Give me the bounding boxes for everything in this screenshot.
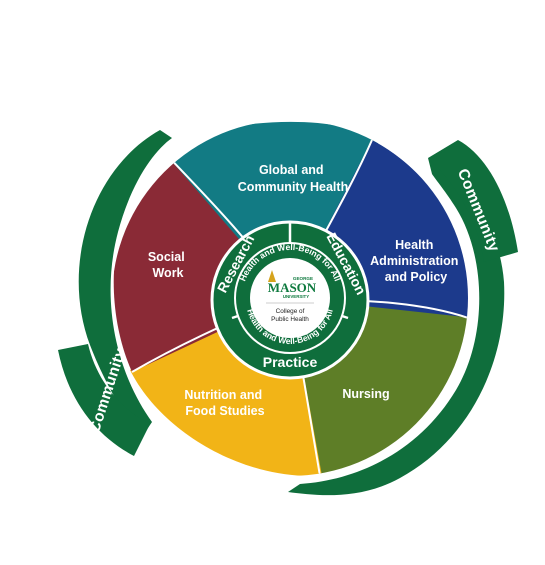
- segment-label-nutrition: Nutrition and Food Studies: [184, 388, 265, 418]
- community-tab-left: [58, 344, 150, 456]
- logo-university: UNIVERSITY: [283, 294, 309, 299]
- community-arc-right: [288, 158, 505, 496]
- logo-m-icon: [268, 270, 276, 282]
- segment-label-global: Global and Community Health: [238, 163, 348, 194]
- segment-label-social-work: Social Work: [148, 250, 188, 280]
- segment-global-community-health: [160, 121, 380, 299]
- community-tab-right: [428, 140, 518, 262]
- mason-logo: GEORGE MASON UNIVERSITY College of Publi…: [266, 270, 317, 323]
- logo-college-line2: Public Health: [271, 316, 309, 323]
- segment-label-nursing: Nursing: [342, 387, 389, 401]
- logo-mason: MASON: [268, 280, 317, 295]
- community-arc-left: [78, 130, 172, 440]
- logo-college-line1: College of: [276, 308, 305, 315]
- logo-george: GEORGE: [293, 276, 313, 281]
- segment-label-health-admin: Health Administration and Policy: [370, 238, 462, 284]
- ring-label-practice: Practice: [263, 354, 318, 370]
